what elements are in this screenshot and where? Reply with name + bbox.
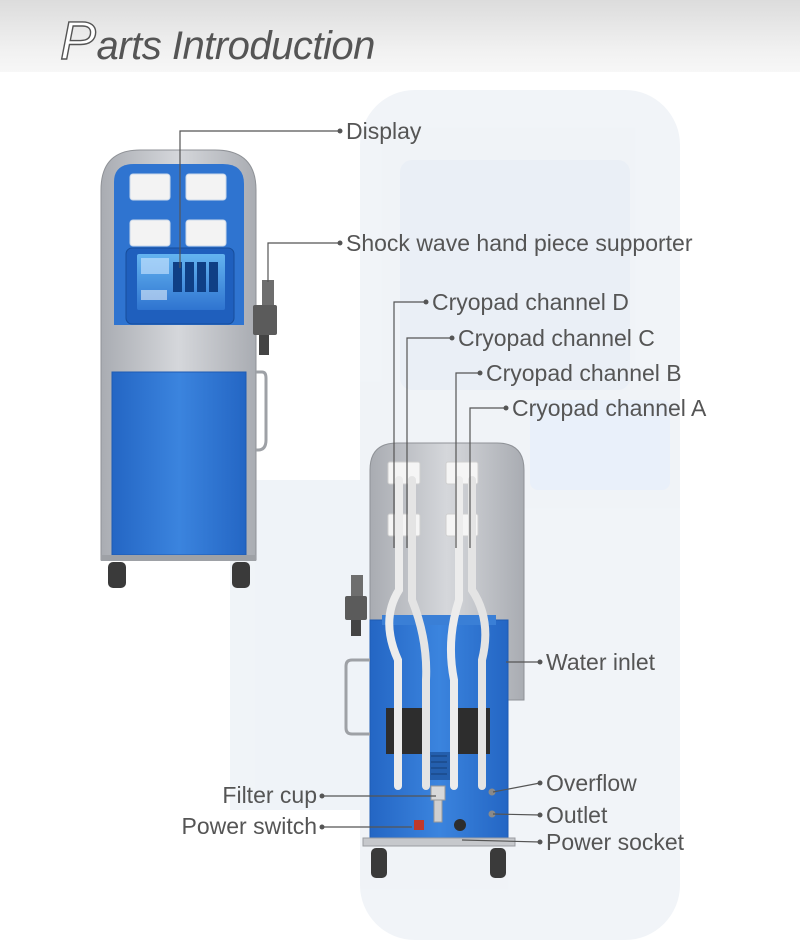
label-water-inlet: Water inlet — [546, 649, 656, 675]
leader-lines — [179, 130, 541, 843]
front-machine — [100, 149, 277, 588]
page-title: Parts Introduction — [59, 10, 376, 72]
label-cryopad-a: Cryopad channel A — [512, 395, 707, 421]
label-power-switch: Power switch — [181, 813, 317, 839]
title-initial: P — [59, 10, 96, 71]
label-outlet: Outlet — [546, 802, 608, 828]
label-display: Display — [346, 118, 422, 144]
leader-dots — [319, 128, 543, 845]
title-text: arts Introduction — [96, 24, 376, 68]
label-power-socket: Power socket — [546, 829, 685, 855]
label-overflow: Overflow — [546, 770, 637, 796]
header-banner: Parts Introduction — [0, 0, 800, 72]
label-supporter: Shock wave hand piece supporter — [346, 230, 693, 256]
label-cryopad-c: Cryopad channel C — [458, 325, 655, 351]
label-cryopad-d: Cryopad channel D — [432, 289, 629, 315]
label-filter-cup: Filter cup — [222, 782, 317, 808]
back-machine — [344, 442, 525, 878]
label-cryopad-b: Cryopad channel B — [486, 360, 682, 386]
